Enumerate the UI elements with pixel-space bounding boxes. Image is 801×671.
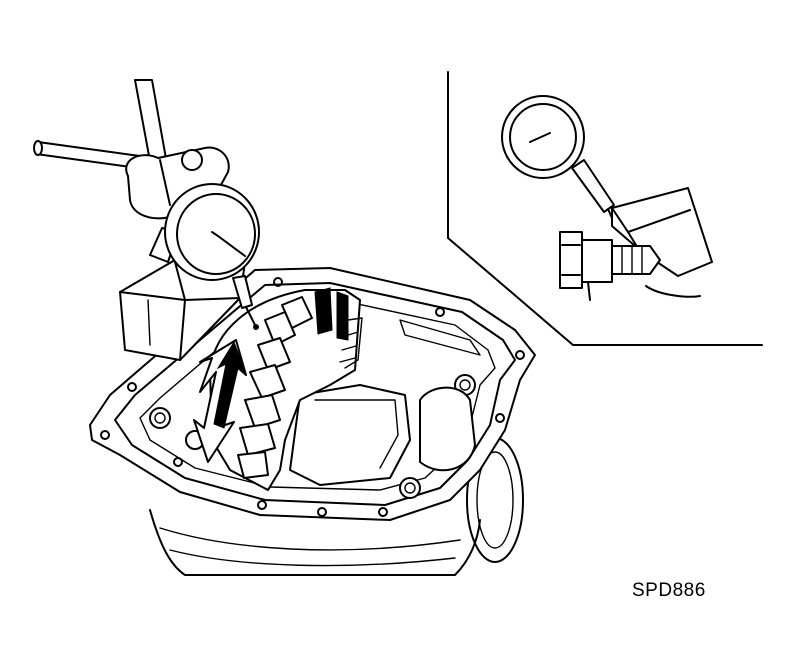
gear-tooth [336,291,349,341]
indicator-stem [232,275,253,309]
differential-case [289,384,411,486]
dial-needle-hub [211,231,219,237]
bolt-hole [378,507,388,517]
carrier-slot [399,319,481,356]
gasket-face [114,282,516,506]
inset-bolt-head [559,231,583,289]
cap-bolt [149,407,171,429]
inset-dial-face [509,103,577,171]
axle-tube-inner [476,451,514,549]
gear-tooth [239,423,276,456]
bolt-hole [435,307,445,317]
bolt-hole [257,500,267,510]
inset-bolt-shank [611,245,661,275]
inset-bolt-thread [621,245,643,275]
gear-tooth [237,451,269,479]
pinion-teeth [344,317,363,369]
dial-needle [217,235,246,257]
magnet-base-line [147,299,151,346]
carrier-body-bottom [149,509,481,576]
inset-bolt-body [579,239,613,283]
inset-detail [447,71,763,346]
inset-frame [447,71,763,346]
bolt-hole [317,507,327,517]
gear-tooth [257,337,291,371]
clamp-knob [181,149,203,171]
cap-bolt-head [404,482,416,494]
pinion-tooth-lines [339,331,359,363]
inset-stem [571,159,615,213]
gear-tooth [314,287,333,335]
gear-tooth [249,364,286,399]
cap-bolt [399,477,421,499]
arrow-shade [213,340,248,429]
rod-end [33,140,43,156]
indicator-plunger [245,306,256,326]
gear-tooth [244,394,281,429]
bolt-hole [100,430,110,440]
cap-bolt-head [154,412,166,424]
bolt-hole [273,277,283,287]
inset-base-lines [587,281,701,301]
bolt-hole [173,457,183,467]
bolt-hole [127,382,137,392]
stand-rod-horizontal [35,141,141,169]
cap-bolt-head [459,379,471,391]
clamp-split [159,159,171,206]
differential-case-edge [314,399,399,469]
figure-code: SPD886 [632,580,706,601]
bolt-hole [515,350,525,360]
carrier-rib-1 [159,527,461,551]
bolt-hole [495,413,505,423]
carrier-rib-2 [169,549,456,567]
gear-tooth [264,311,296,346]
plunger-tip [253,324,259,330]
inset-dial-needle [529,132,551,143]
double-arrow-icon [193,339,248,463]
ring-gear [209,287,363,491]
inset-bolt-flats [561,244,581,276]
bearing-cap-right [419,386,476,472]
inset-gear-tooth [611,187,713,277]
dial-face [176,193,256,275]
dial-indicator-icon [501,95,615,219]
magnet-base-top [119,291,241,301]
dial-indicator-icon [164,183,260,330]
